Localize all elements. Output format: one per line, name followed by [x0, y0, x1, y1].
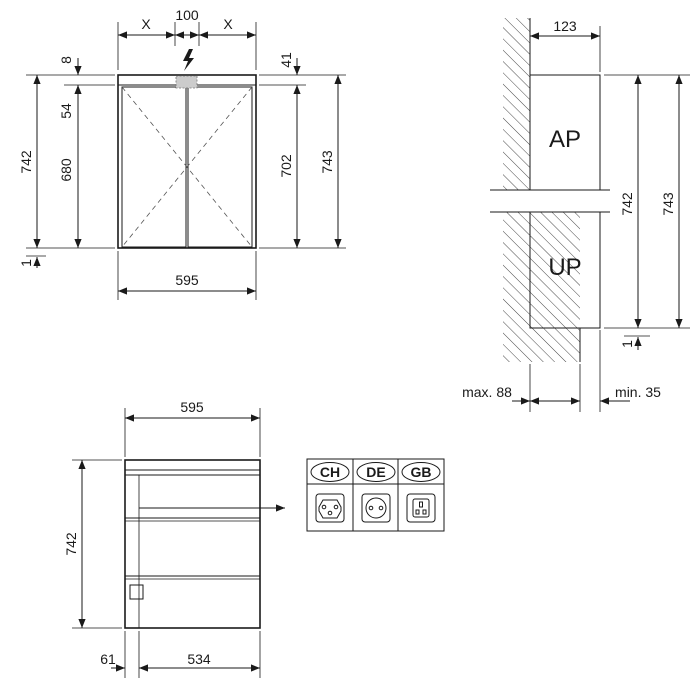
dim-interior-width: 595	[180, 399, 204, 415]
power-lightning-icon	[183, 49, 194, 71]
dim-x-left: X	[141, 16, 151, 32]
dim-interior-left: 61	[100, 651, 116, 667]
dim-center-100: 100	[175, 7, 199, 23]
label-recessed: UP	[548, 254, 581, 281]
dim-inner-height: 680	[58, 158, 74, 182]
front-diagonal-b	[121, 86, 253, 248]
dim-side-bottom: 1	[619, 340, 635, 348]
dim-top-right: 41	[278, 52, 294, 68]
dim-top-gap: 8	[58, 56, 74, 64]
front-socket-marker	[175, 75, 198, 89]
label-surface-mount: AP	[549, 126, 581, 153]
socket-ch-icon	[315, 493, 345, 523]
dim-x-right: X	[223, 16, 233, 32]
dim-interior-inner-width: 534	[187, 651, 211, 667]
dim-front-width: 595	[175, 272, 199, 288]
socket-de-icon	[361, 493, 391, 523]
front-view: X 100 X 8 54 680 742 1 41 702 743	[18, 7, 346, 300]
socket-code-ch: CH	[320, 464, 340, 480]
dim-depth: 123	[553, 18, 577, 34]
cabinet-surface-mount	[529, 74, 601, 191]
dim-side-height-outer: 743	[660, 192, 676, 216]
interior-cabinet-outline	[124, 459, 261, 629]
dim-total-height-left: 742	[18, 150, 34, 174]
dim-bottom-gap: 1	[18, 259, 34, 267]
wall-upper-hatch	[503, 18, 530, 190]
dim-max: max. 88	[462, 384, 512, 400]
socket-gb-icon	[406, 493, 436, 523]
front-left-door	[121, 86, 187, 248]
socket-code-gb: GB	[411, 464, 432, 480]
dim-side-height-inner: 742	[619, 192, 635, 216]
socket-type-table: CH DE GB	[306, 458, 445, 532]
side-view: AP UP 123 742 743 1 max. 88 min. 35	[462, 18, 690, 412]
interior-socket-box	[129, 584, 144, 600]
dim-top-band: 54	[58, 103, 74, 119]
dim-door-height: 702	[278, 154, 294, 178]
front-right-door	[187, 86, 253, 248]
dim-min: min. 35	[615, 384, 661, 400]
dim-interior-height: 742	[63, 532, 79, 556]
socket-code-de: DE	[366, 464, 385, 480]
dim-total-height-right: 743	[319, 150, 335, 174]
interior-view: 595 742 61 534	[63, 399, 285, 678]
wall-lower-hatch	[503, 212, 580, 362]
front-cabinet-outline	[117, 74, 257, 249]
